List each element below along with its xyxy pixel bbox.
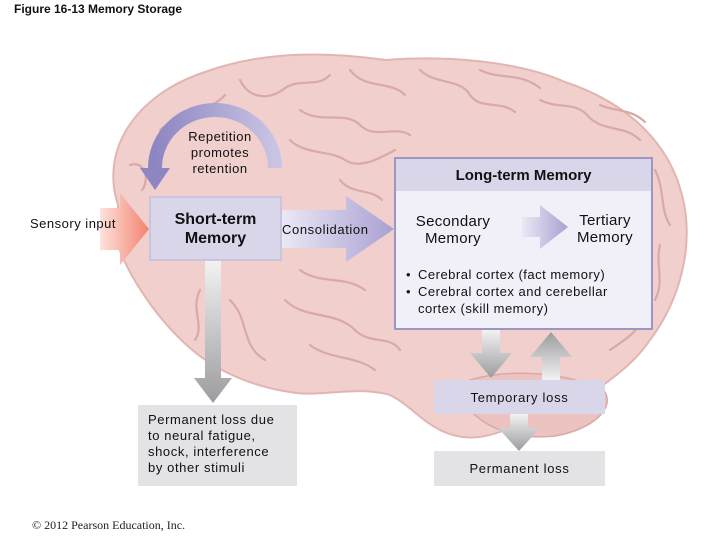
repetition-label: Repetition promotes retention (188, 129, 252, 176)
list-item: Cerebral cortex and cerebellar cortex (s… (406, 283, 650, 317)
figure-title: Figure 16-13 Memory Storage (14, 2, 183, 16)
sensory-input-arrow-icon (100, 193, 149, 265)
secondary-to-tertiary-arrow-icon (522, 205, 568, 249)
long-term-memory-header: Long-term Memory (396, 159, 651, 191)
temporary-loss-box: Temporary loss (434, 380, 605, 414)
temporary-loss-label: Temporary loss (470, 389, 569, 405)
temp-down-arrow-icon (498, 414, 540, 451)
ltm-down-arrow-icon (470, 330, 512, 378)
repetition-circular-arrow-icon (140, 103, 282, 190)
permanent-loss-ltm-label: Permanent loss (469, 461, 570, 476)
short-term-memory-box: Short-term Memory (149, 196, 282, 261)
long-term-memory-label: Long-term Memory (455, 166, 592, 184)
memory-location-list: Cerebral cortex (fact memory) Cerebral c… (406, 266, 650, 317)
permanent-loss-stm-label: Permanent loss due to neural fatigue, sh… (148, 412, 275, 475)
sensory-input-label: Sensory input (30, 216, 116, 231)
short-term-memory-label: Short-term Memory (174, 210, 257, 247)
recall-up-arrow-icon (530, 332, 572, 380)
secondary-memory-label: Secondary Memory (415, 213, 491, 247)
tertiary-memory-label: Tertiary Memory (577, 212, 633, 246)
consolidation-arrow-icon (282, 196, 394, 262)
stm-down-arrow-icon (194, 261, 232, 403)
permanent-loss-ltm-box: Permanent loss (434, 451, 605, 486)
list-item: Cerebral cortex (fact memory) (406, 266, 650, 283)
permanent-loss-stm-box: Permanent loss due to neural fatigue, sh… (138, 405, 297, 486)
consolidation-label: Consolidation (282, 222, 369, 237)
copyright-notice: © 2012 Pearson Education, Inc. (32, 518, 186, 532)
